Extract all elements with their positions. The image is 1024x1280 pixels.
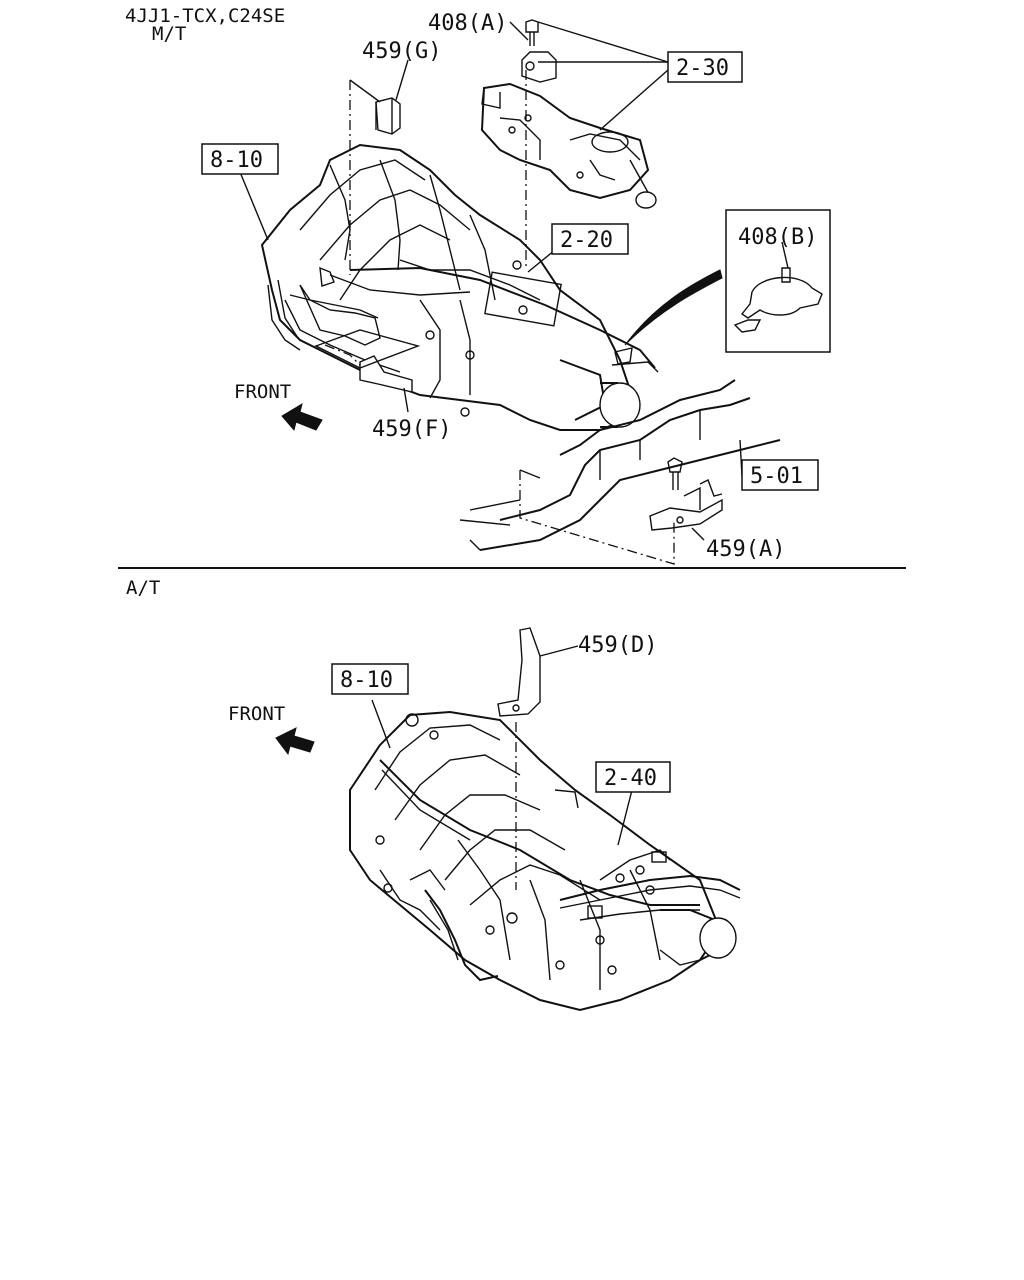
mt-front-arrow-icon [281, 402, 323, 432]
mt-part-459g: 459(G) [362, 39, 441, 64]
bracket-459d-shape [497, 627, 541, 717]
at-ref-8-10-box [331, 663, 409, 695]
mt-ref-2-30: 2-30 [676, 56, 729, 81]
clip-408b-leader [624, 269, 723, 346]
at-transmission-drawing [349, 710, 741, 1012]
clip-408b-detail [725, 209, 831, 353]
bracket-459g-shape [375, 97, 401, 135]
at-front-arrow-icon [275, 727, 315, 756]
at-ref-2-40: 2-40 [604, 766, 657, 791]
mt-locator-459f [324, 344, 361, 366]
at-front-label: FRONT [228, 703, 285, 725]
mt-part-408b: 408(B) [738, 225, 817, 250]
bracket-459a-drawing [649, 457, 723, 531]
mt-header-engine: 4JJ1-TCX,C24SE [125, 5, 285, 27]
mt-header-type: M/T [152, 23, 186, 45]
mt-transmission-drawing [260, 143, 656, 431]
mt-ref-2-20: 2-20 [560, 228, 613, 253]
mt-part-459f: 459(F) [372, 417, 451, 442]
mt-ref-8-10: 8-10 [210, 148, 263, 173]
mt-ref-2-20-box [551, 223, 629, 255]
at-section: A/T [126, 577, 741, 1012]
at-header: A/T [126, 577, 160, 599]
at-ref-8-10: 8-10 [340, 668, 393, 693]
mt-part-408a: 408(A) [428, 11, 507, 36]
mt-ref-5-01: 5-01 [750, 464, 803, 489]
at-ref-2-40-box [595, 761, 671, 793]
mt-front-label: FRONT [234, 381, 291, 403]
mt-ref-8-10-box [201, 143, 279, 175]
mt-shifter-assembly [480, 19, 657, 209]
mt-section: 4JJ1-TCX,C24SE M/T [125, 5, 831, 565]
mt-locator-459a [519, 470, 675, 565]
mt-ref-2-30-box [667, 51, 743, 83]
bracket-459f-shape [359, 355, 413, 393]
mt-ref-5-01-box [741, 459, 819, 491]
mt-part-459a: 459(A) [706, 537, 785, 562]
at-part-459d: 459(D) [578, 633, 657, 658]
mt-frame [459, 379, 781, 551]
